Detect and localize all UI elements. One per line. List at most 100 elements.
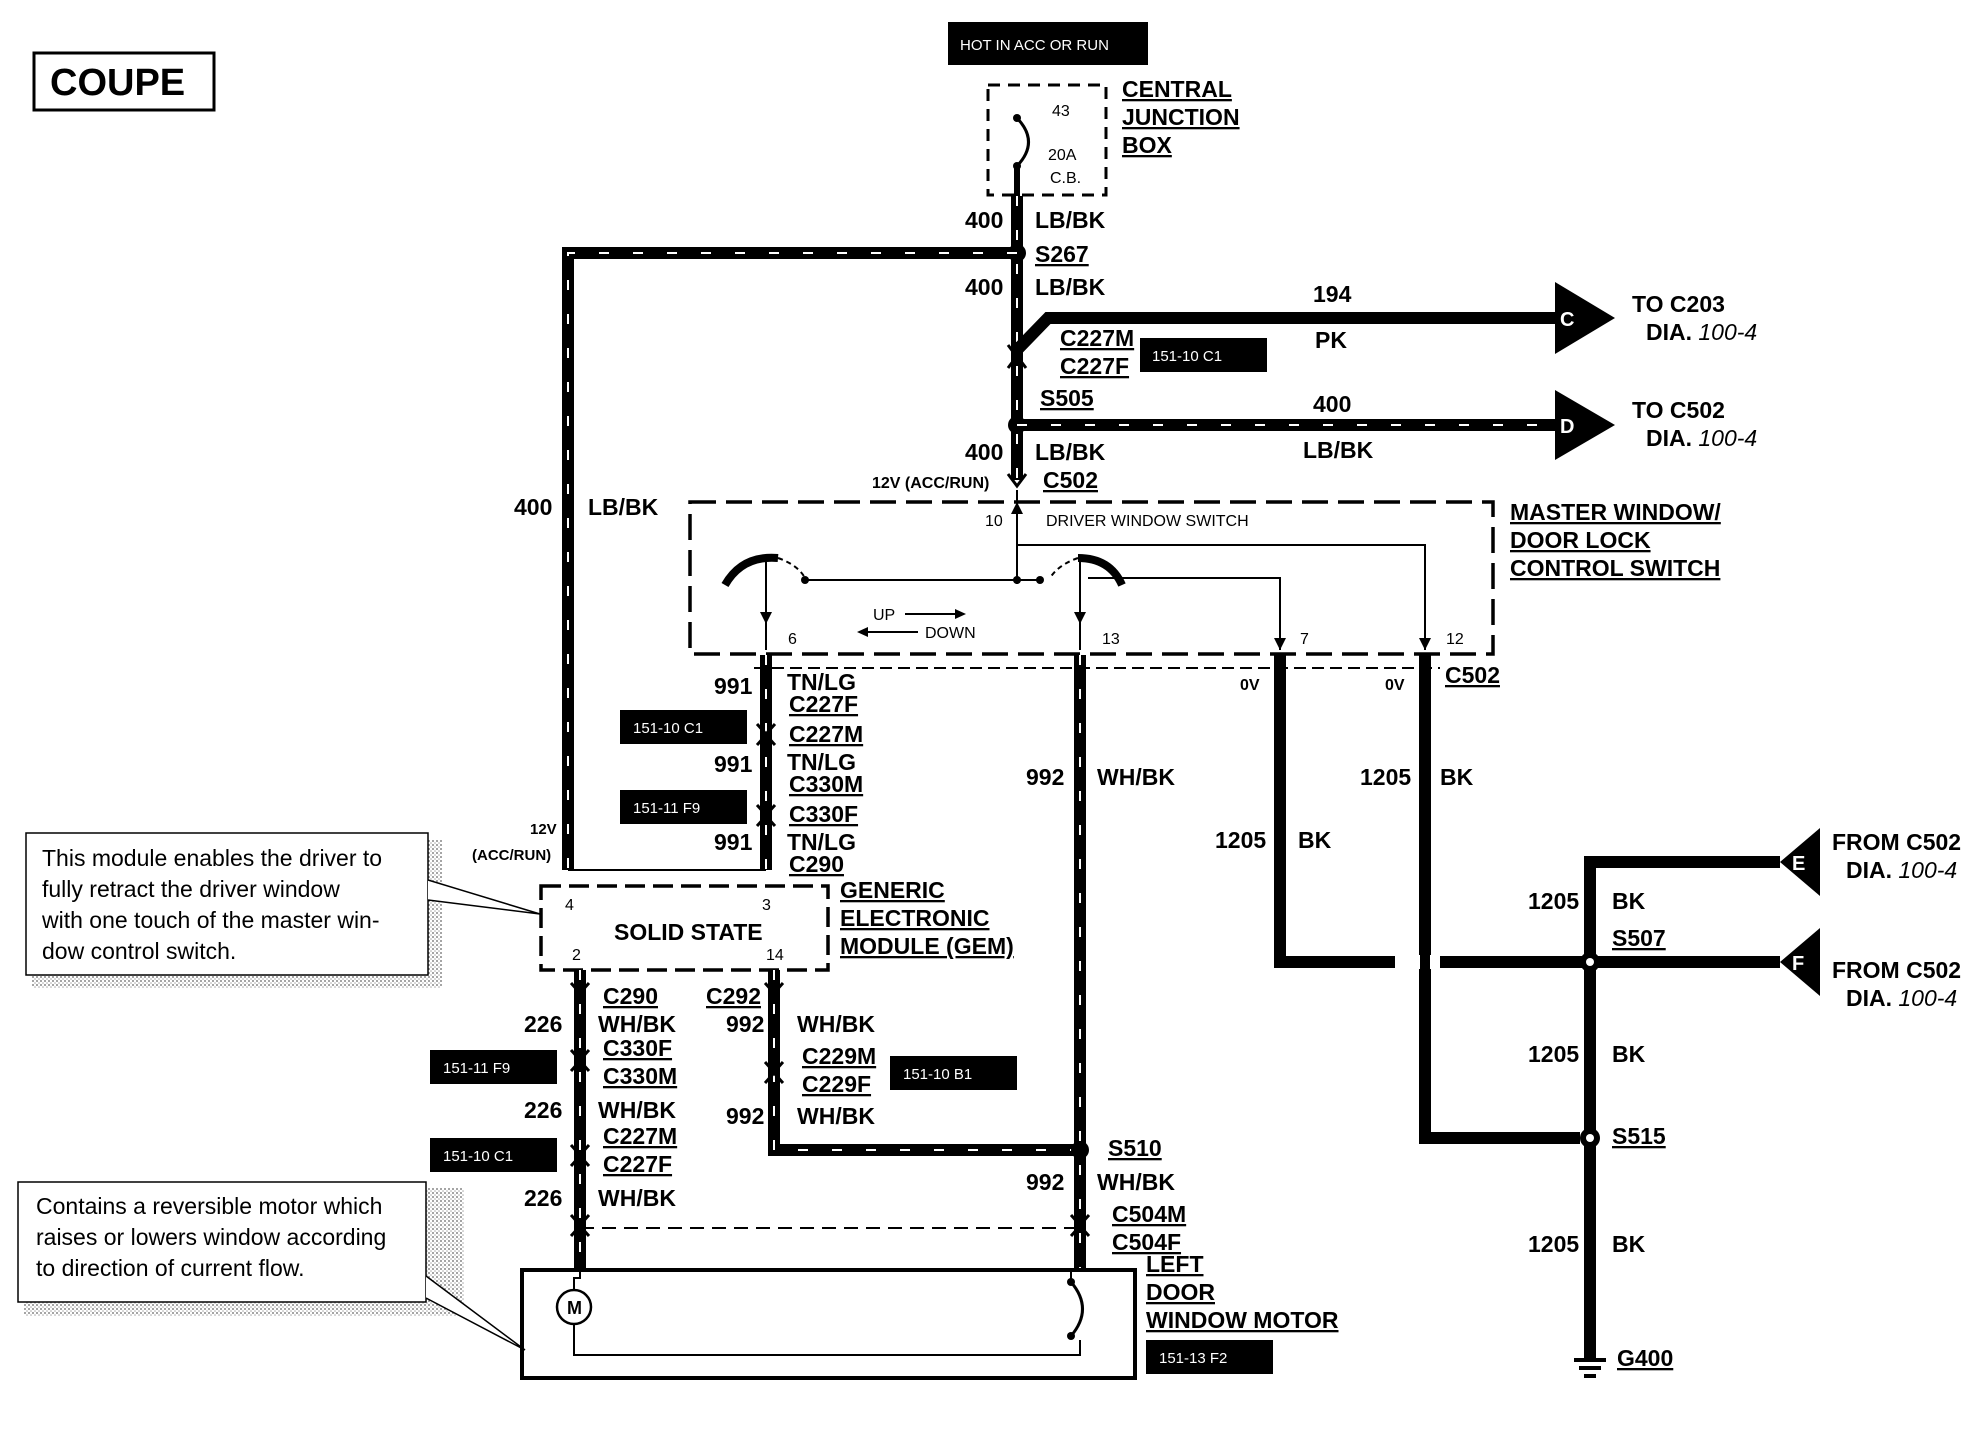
wire-992-c: 992 — [1026, 764, 1064, 790]
color-tnlg-b: TN/LG — [787, 749, 856, 775]
ground-icon — [1574, 1358, 1606, 1378]
conn-c229f: C229F — [802, 1071, 871, 1097]
color-lbbk-c: LB/BK — [1035, 439, 1106, 465]
wire-1205-c: 1205 — [1528, 888, 1579, 914]
wire-992-a: 992 — [726, 1011, 764, 1037]
tag-15110c1-low — [430, 1138, 557, 1172]
from-c502-e: FROM C502 — [1832, 829, 1961, 855]
to-c502: TO C502 — [1632, 397, 1725, 423]
color-whbk-226c: WH/BK — [598, 1185, 676, 1211]
dia-f: DIA. 100-4 — [1846, 985, 1957, 1011]
note1-box — [25, 832, 429, 976]
conn-c227f-991: C227F — [789, 691, 858, 717]
color-whbk-992a: WH/BK — [797, 1011, 875, 1037]
conn-c330f-991: C330F — [789, 801, 858, 827]
note2-line-2: raises or lowers window according — [36, 1224, 386, 1250]
conn-c504m: C504M — [1112, 1201, 1186, 1227]
hot-in-text: HOT IN ACC OR RUN — [960, 37, 1109, 54]
ground-trunk — [1584, 856, 1780, 1360]
wire-400-a: 400 — [965, 207, 1003, 233]
switch-label-2: DOOR LOCK — [1510, 527, 1651, 553]
cjb-box — [986, 83, 1108, 197]
gem-label-3: MODULE (GEM) — [840, 933, 1014, 959]
switch-sub-label: DRIVER WINDOW SWITCH — [1046, 513, 1249, 530]
color-bk-d: BK — [1612, 1041, 1646, 1067]
fuse-number: 43 — [1052, 103, 1070, 120]
color-pk: PK — [1315, 327, 1347, 353]
conn-c330m-991: C330M — [789, 771, 863, 797]
tag-15110c1-mid — [620, 710, 747, 744]
v12-accrun-top: 12V (ACC/RUN) — [872, 475, 989, 492]
switch-pin-12: 12 — [1446, 631, 1464, 648]
dia-c502: DIA. 100-4 — [1646, 425, 1757, 451]
wire-400-left-run — [562, 247, 1017, 870]
note1-line-1: This module enables the driver to — [42, 845, 382, 871]
splice-s507: S507 — [1612, 925, 1666, 951]
color-bk-c: BK — [1612, 888, 1646, 914]
wire-226-c: 226 — [524, 1185, 562, 1211]
arrow-c-shape — [1555, 282, 1615, 354]
color-whbk-992d: WH/BK — [1097, 1169, 1175, 1195]
wire-400-b: 400 — [965, 274, 1003, 300]
switch-down: DOWN — [925, 625, 976, 642]
motor-m: M — [567, 1298, 582, 1318]
arrow-f-shape — [1780, 928, 1820, 996]
color-whbk-992c: WH/BK — [1097, 764, 1175, 790]
note2-line-1: Contains a reversible motor which — [36, 1193, 382, 1219]
cjb-label-2: JUNCTION — [1122, 104, 1240, 130]
wire-991-c: 991 — [714, 829, 753, 855]
arrow-e-shape — [1780, 828, 1820, 896]
splice-s267: S267 — [1035, 241, 1089, 267]
from-c502-f: FROM C502 — [1832, 957, 1961, 983]
conn-c227m-top: C227M — [1060, 325, 1134, 351]
conn-c330f-226: C330F — [603, 1035, 672, 1061]
tag-15111f9-low — [430, 1050, 557, 1084]
switch-label-3: CONTROL SWITCH — [1510, 555, 1720, 581]
color-bk-a: BK — [1440, 764, 1474, 790]
conn-c330m-226: C330M — [603, 1063, 677, 1089]
note1-line-3: with one touch of the master win- — [41, 907, 380, 933]
wire-194: 194 — [1313, 281, 1352, 307]
color-bk-b: BK — [1298, 827, 1332, 853]
conn-c292: C292 — [706, 983, 761, 1009]
cjb-label-1: CENTRAL — [1122, 76, 1232, 102]
conn-c227f-226: C227F — [603, 1151, 672, 1177]
tag-15111f9-mid — [620, 790, 747, 824]
tag-15110c1-mid-text: 151-10 C1 — [633, 720, 703, 737]
dia-e: DIA. 100-4 — [1846, 857, 1957, 883]
gem-pin-3: 3 — [762, 897, 771, 914]
motor-label-3: WINDOW MOTOR — [1146, 1307, 1339, 1333]
wire-1205-pin12 — [1419, 655, 1580, 1144]
conn-c504f: C504F — [1112, 1229, 1181, 1255]
color-lbbk-a: LB/BK — [1035, 207, 1106, 233]
wire-992-b: 992 — [726, 1103, 764, 1129]
splice-s510: S510 — [1108, 1135, 1162, 1161]
conn-c502-bottom: C502 — [1445, 662, 1500, 688]
coupe-title: COUPE — [50, 62, 185, 104]
conn-c227f-top: C227F — [1060, 353, 1129, 379]
switch-pin-7: 7 — [1300, 631, 1309, 648]
tag-15110c1-low-text: 151-10 C1 — [443, 1148, 513, 1165]
motor-label-2: DOOR — [1146, 1279, 1215, 1305]
motor-label-1: LEFT — [1146, 1251, 1204, 1277]
gem-box — [539, 884, 830, 972]
note1-line-4: dow control switch. — [42, 938, 236, 964]
ov-12: 0V — [1385, 677, 1405, 694]
switch-label-1: MASTER WINDOW/ — [1510, 499, 1721, 525]
splice-s505: S505 — [1040, 385, 1094, 411]
v12-gem-line1: 12V — [530, 821, 557, 838]
master-switch-box — [688, 500, 1495, 656]
hot-in-tag — [948, 22, 1148, 65]
color-whbk-226b: WH/BK — [598, 1097, 676, 1123]
tag-15110c1-top — [1140, 338, 1267, 372]
wire-992-d: 992 — [1026, 1169, 1064, 1195]
motor-box — [520, 1268, 1137, 1380]
to-c203: TO C203 — [1632, 291, 1725, 317]
ov-7: 0V — [1240, 677, 1260, 694]
switch-pin-6: 6 — [788, 631, 797, 648]
gem-label-1: GENERIC — [840, 877, 945, 903]
splice-s515: S515 — [1612, 1123, 1666, 1149]
gem-label-2: ELECTRONIC — [840, 905, 990, 931]
color-whbk-992b: WH/BK — [797, 1103, 875, 1129]
wire-226-b: 226 — [524, 1097, 562, 1123]
